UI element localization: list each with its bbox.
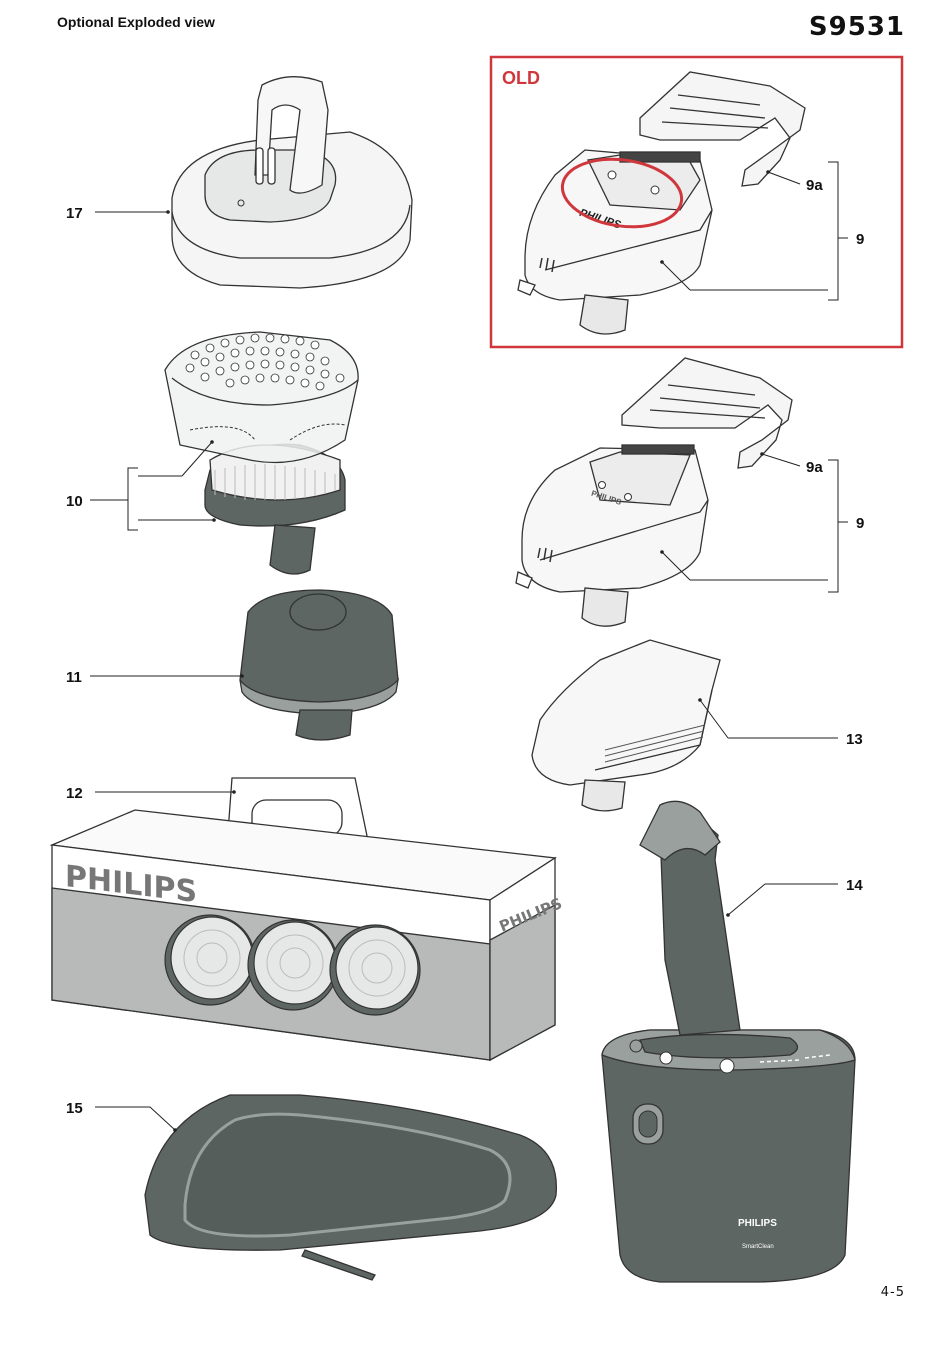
callout-9a-new-label: 9a <box>806 459 823 476</box>
callout-15: 15 <box>66 1100 177 1132</box>
callout-9-new-label: 9 <box>856 515 864 532</box>
old-version-box: OLD PHILIPS 9a 9 <box>489 55 904 349</box>
callout-10: 10 <box>66 440 216 531</box>
part-10-cleansing-brush <box>164 331 359 575</box>
callout-9-old-label: 9 <box>856 231 864 248</box>
callout-13: 13 <box>698 698 863 748</box>
callout-9-new: 9a 9 <box>660 452 864 593</box>
part-15-travel-pouch <box>144 1094 558 1281</box>
part-17-charging-stand <box>171 76 413 289</box>
callout-12-label: 12 <box>66 785 83 802</box>
part-9-trimmer-new: PHILIPS <box>515 357 793 627</box>
callout-11-label: 11 <box>66 669 82 686</box>
callout-9a-old-label: 9a <box>806 177 823 194</box>
station-brand: PHILIPS <box>738 1218 777 1229</box>
model-number: S9531 <box>808 12 905 42</box>
part-11-brush-base <box>239 589 400 741</box>
station-subbrand: SmartClean <box>742 1244 774 1250</box>
page-title: Optional Exploded view <box>57 14 215 30</box>
callout-17: 17 <box>66 205 170 222</box>
callout-11: 11 <box>66 669 244 686</box>
callout-13-label: 13 <box>846 731 863 748</box>
old-box-frame <box>489 55 904 349</box>
page-number: 4-5 <box>880 1285 905 1300</box>
part-14-smartclean-station: PHILIPS SmartClean <box>601 800 856 1283</box>
callout-10-label: 10 <box>66 493 83 510</box>
callout-12: 12 <box>66 785 236 802</box>
callout-14: 14 <box>726 877 863 917</box>
old-box-label: OLD <box>502 68 540 88</box>
highlight-circle <box>560 157 684 229</box>
part-13-protection-cap <box>531 639 721 812</box>
callout-15-label: 15 <box>66 1100 83 1117</box>
callout-17-label: 17 <box>66 205 83 222</box>
part-12-brush-heads-box: PHILIPS PHILIPS <box>49 777 565 1062</box>
callout-14-label: 14 <box>846 877 863 894</box>
